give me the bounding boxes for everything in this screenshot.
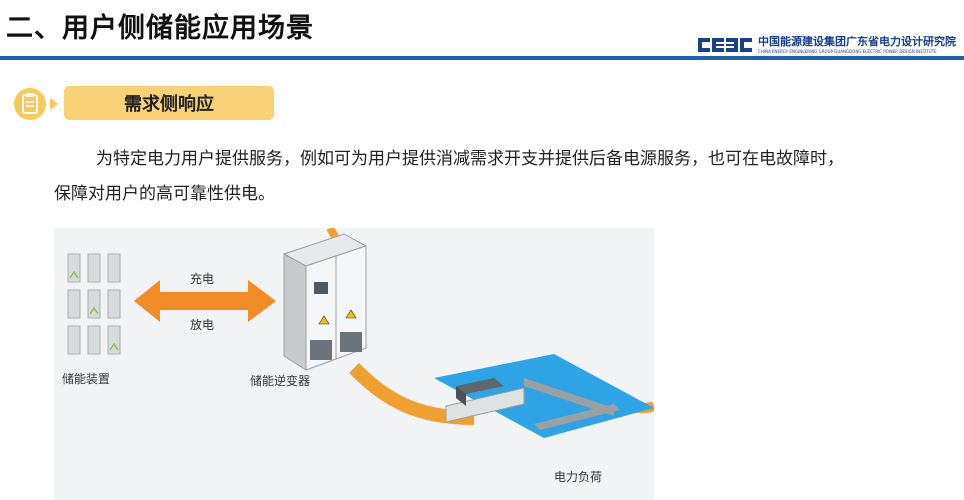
diagram-illustration [54, 228, 654, 500]
body-paragraph: 为特定电力用户提供服务，例如可为用户提供消减需求开支并提供后备电源服务，也可在电… [54, 142, 960, 212]
section-heading: 需求侧响应 [64, 86, 274, 120]
load-area [434, 354, 654, 438]
inverter-cabinet [282, 233, 368, 371]
clipboard-icon [14, 88, 58, 120]
load-label: 电力负荷 [554, 470, 603, 484]
inverter-label: 储能逆变器 [250, 374, 311, 388]
ceec-logo-icon [698, 38, 752, 52]
discharge-label: 放电 [190, 318, 215, 332]
charge-discharge-arrow [134, 280, 276, 322]
company-logo: 中国能源建设集团广东省电力设计研究院 CHINA ENERGY ENGINEER… [698, 36, 964, 56]
storage-diagram: 充电 放电 储能装置 储能逆变器 电力负荷 [54, 228, 654, 500]
storage-device-label: 储能装置 [62, 372, 111, 386]
charge-label: 充电 [190, 272, 215, 286]
logo-text-en: CHINA ENERGY ENGINEERING GROUP GUANGDONG… [758, 49, 937, 54]
body-line-2: 保障对用户的高可靠性供电。 [54, 184, 275, 204]
body-line-1: 为特定电力用户提供服务，例如可为用户提供消减需求开支并提供后备电源服务，也可在电… [96, 149, 844, 169]
battery-cells [67, 253, 121, 355]
title-divider [0, 56, 964, 60]
slide-title: 二、用户侧储能应用场景 [6, 13, 314, 44]
logo-text-cn: 中国能源建设集团广东省电力设计研究院 [758, 36, 956, 48]
